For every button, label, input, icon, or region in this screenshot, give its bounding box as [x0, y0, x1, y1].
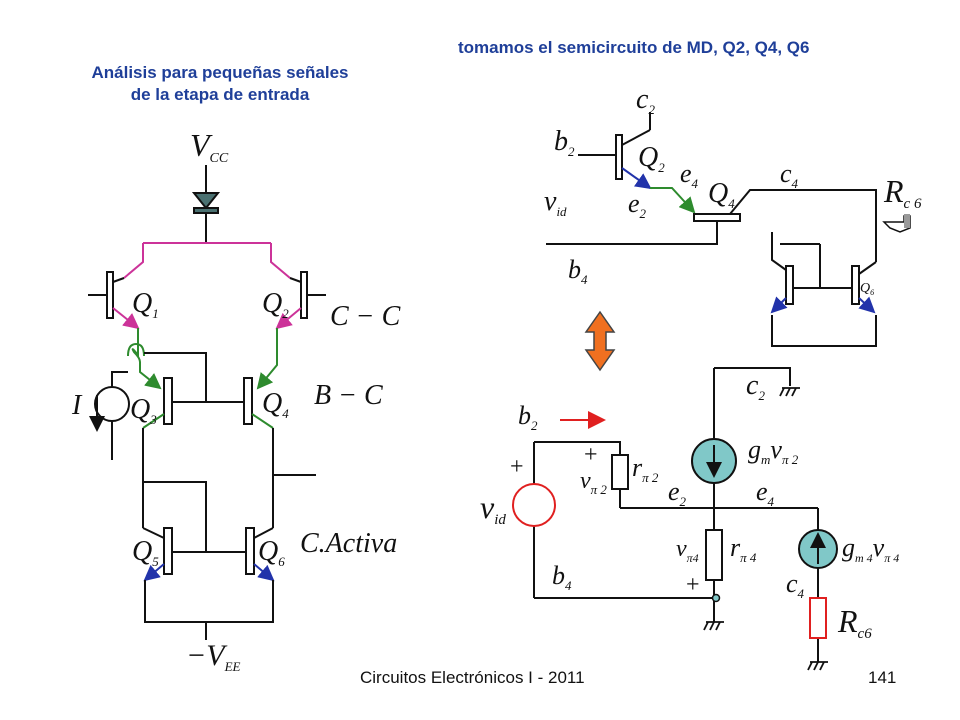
- ss-gm4-vpi4-label: gm 4vπ 4: [842, 533, 899, 565]
- rc-e4-label: e4: [680, 159, 699, 191]
- ss-vid-label: vid: [480, 489, 506, 528]
- rc-current-mirror: [771, 232, 877, 347]
- wire-crossover: [127, 342, 145, 357]
- ss-plus-top: +: [584, 442, 598, 468]
- rc-rc6-label: Rc 6: [883, 173, 922, 212]
- rc-q4-label: Q4: [708, 178, 735, 211]
- diode-symbol: [191, 165, 221, 243]
- ss-b4-label: b4: [552, 561, 572, 593]
- ss-b2-label: b2: [518, 401, 538, 433]
- ss-c2-label: c2: [746, 370, 765, 403]
- q5-q6-wiring: [142, 428, 316, 553]
- transistor-q4: [243, 377, 274, 429]
- q5-label: Q5: [132, 536, 159, 569]
- transistor-q2: [275, 271, 326, 330]
- vee-label: −VEE: [186, 639, 241, 674]
- vcc-label: VCC: [190, 127, 229, 166]
- slide-subtitle: tomamos el semicircuito de MD, Q2, Q4, Q…: [458, 38, 810, 57]
- config-active-label: C.Activa: [300, 528, 397, 559]
- q4-label: Q4: [262, 388, 289, 421]
- transistor-q5: [142, 527, 173, 582]
- ss-wires: [533, 367, 819, 662]
- ss-rc6-label: Rc6: [837, 603, 872, 642]
- ss-r-pi2-resistor: [611, 454, 629, 490]
- rc-b4-label: b4: [568, 255, 588, 287]
- q2-label: Q2: [262, 288, 289, 321]
- q6-label: Q6: [258, 536, 285, 569]
- ss-r-pi2-label: rπ 2: [632, 453, 659, 485]
- rc-q6-label: Q6: [860, 281, 874, 297]
- rc-c2-label: c2: [636, 84, 655, 117]
- transistor-q6: [245, 527, 275, 582]
- ss-gm-source-4: [798, 529, 838, 569]
- ss-gm-vpi2-label: gmvπ 2: [748, 435, 799, 467]
- current-source-i: [89, 371, 130, 460]
- right-half-circuit: c2 b2 Q2 e4 Q4 c4 Rc 6 vid e2 b4: [544, 84, 922, 347]
- ss-vid-source: [512, 483, 556, 527]
- ground-icon: [703, 621, 724, 631]
- rc-b2-label: b2: [554, 126, 575, 159]
- config-bc-label: B − C: [314, 380, 383, 411]
- equivalence-double-arrow-icon: [584, 310, 616, 372]
- slide-title-line2: de la etapa de entrada: [130, 85, 310, 104]
- rc-q5-emitter: [770, 296, 788, 314]
- ss-gm-source-2: [691, 438, 737, 484]
- ss-r-pi4-label: rπ 4: [730, 533, 757, 565]
- q3-q4-emitter-wires: [131, 328, 278, 390]
- ss-c4-label: c4: [786, 569, 805, 601]
- ss-rc6-resistor: [809, 597, 827, 639]
- rc-vid-label: vid: [544, 186, 567, 219]
- vee-rail: [144, 580, 274, 640]
- slide-title: Análisis para pequeñas señales de la eta…: [40, 62, 400, 106]
- ss-e4-label: e4: [756, 477, 775, 509]
- rc-e2-label: e2: [628, 189, 647, 221]
- ss-e2-label: e2: [668, 477, 687, 509]
- page-number: 141: [868, 668, 897, 687]
- ground-icon: [807, 661, 828, 671]
- q3-label: Q3: [130, 394, 157, 427]
- q3-q4-base-wires: [144, 352, 244, 403]
- rc-q2-label: Q2: [638, 142, 665, 175]
- rc-c4-label: c4: [780, 159, 799, 191]
- q1-q2-collector-wires: [123, 242, 291, 279]
- q1-label: Q1: [132, 288, 159, 321]
- ss-v-pi2-label: vπ 2: [580, 468, 607, 497]
- config-cc-label: C − C: [330, 301, 401, 332]
- rc-q6-emitter: [858, 296, 876, 314]
- footer-course-label: Circuitos Electrónicos I - 2011: [360, 668, 585, 687]
- ss-v-pi4-label: vπ4: [676, 536, 699, 565]
- rc-small-arrow-icon: [882, 214, 911, 233]
- small-signal-model: + vid rπ 2 + vπ 2 b2 c2 gmvπ 2 e2 e4 vπ4…: [480, 367, 899, 671]
- transistor-q1: [88, 271, 140, 330]
- ss-node: [711, 593, 721, 603]
- left-circuit: VCC Q1 Q2 C − C: [71, 127, 401, 674]
- ground-icon: [779, 387, 800, 397]
- transistor-q3: [142, 377, 173, 429]
- rc-transistor-q4: [546, 187, 877, 245]
- current-source-label: I: [71, 390, 83, 421]
- slide-title-line1: Análisis para pequeñas señales: [91, 63, 349, 82]
- rc-transistor-q2: [578, 112, 652, 190]
- ss-r-pi4-resistor: [705, 529, 723, 581]
- ss-plus-bottom: +: [686, 572, 700, 598]
- ss-plus-source: +: [510, 454, 524, 480]
